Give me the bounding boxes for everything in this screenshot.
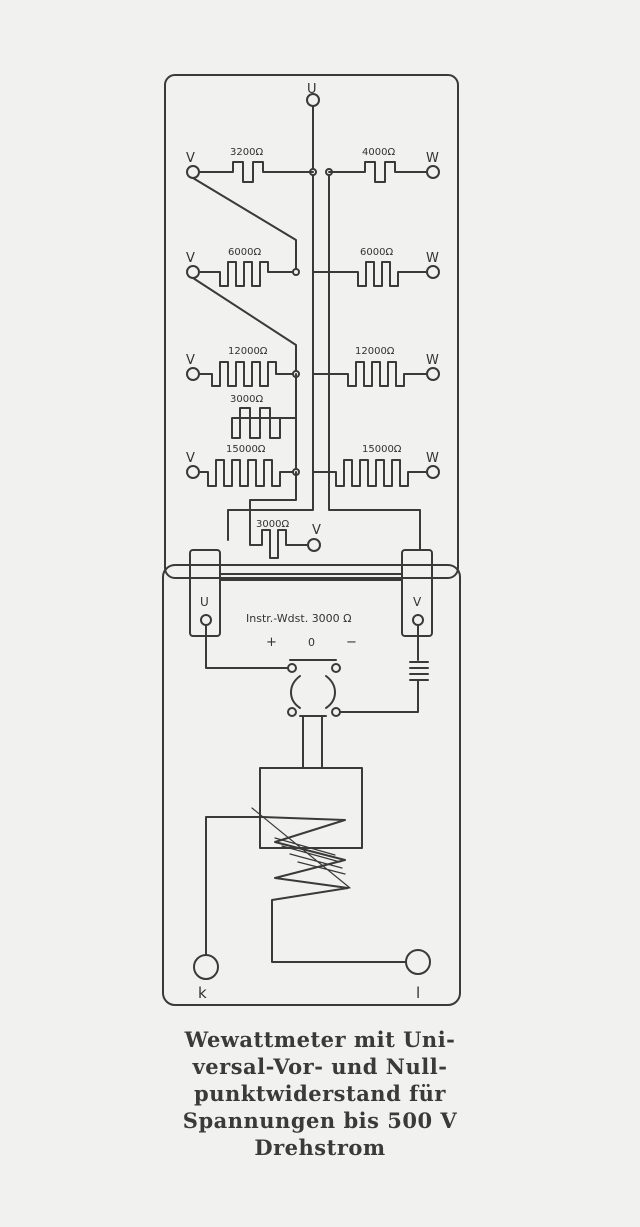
terminal-k (193, 954, 219, 980)
resistor-row4-left-label: 15000Ω (226, 444, 266, 455)
wire-u-to-switch (205, 625, 291, 669)
connector-v-label: V (413, 595, 422, 609)
terminal-w-row1 (426, 165, 440, 179)
caption-line-5: Drehstrom (254, 1135, 386, 1160)
instrument-resistance-label: Instr.-Wdst. 3000 Ω (246, 612, 352, 625)
link-row1-row2 (192, 177, 297, 271)
resistor-row1-left-label: 3200Ω (230, 147, 263, 158)
resistor-bottom (249, 471, 309, 559)
resistor-row2-right-label: 6000Ω (360, 247, 393, 258)
terminal-u-top-label: U (307, 82, 317, 97)
terminal-w-row2-label: W (426, 251, 439, 266)
switch-contact-2 (331, 663, 341, 673)
resistor-middle (231, 373, 297, 439)
terminal-w-row3-label: W (426, 353, 439, 368)
wire-switch-down (302, 715, 323, 769)
resistor-row4-right-label: 15000Ω (362, 444, 402, 455)
caption-line-1: Wewattmeter mit Uni- (184, 1027, 456, 1052)
resistor-row2-right (312, 261, 428, 287)
resistor-row1-left (198, 161, 314, 183)
resistor-row3-right-label: 12000Ω (355, 346, 395, 357)
node-2 (292, 268, 300, 276)
terminal-v-bottom-label: V (312, 523, 321, 538)
connector-v-pin (412, 614, 424, 626)
figure-caption: Wewattmeter mit Uni- versal-Vor- und Nul… (120, 1026, 520, 1161)
terminal-w-row1-label: W (426, 151, 439, 166)
resistor-row3-right (312, 361, 428, 387)
link-row2-row3 (192, 277, 297, 373)
terminal-v-bottom (307, 538, 321, 552)
terminal-v-row3-label: V (186, 353, 195, 368)
terminal-w-row3 (426, 367, 440, 381)
moving-coil-hatch (251, 807, 351, 889)
resistor-row4-right (312, 459, 428, 487)
instrument-coil-housing (259, 767, 363, 849)
terminal-v-row4-label: V (186, 451, 195, 466)
terminal-v-row2-label: V (186, 251, 195, 266)
terminal-l (405, 949, 431, 975)
connector-bar (219, 573, 403, 581)
connector-u-pin (200, 614, 212, 626)
inductor-v (337, 661, 429, 713)
pole-changer-switch (289, 659, 337, 717)
resistor-row1-right-label: 4000Ω (362, 147, 395, 158)
terminal-v-row2 (186, 265, 200, 279)
connector-u-label: U (200, 595, 209, 609)
resistor-row1-right (328, 161, 428, 183)
instrument-minus: − (346, 635, 357, 650)
main-bus-u (227, 105, 314, 541)
switch-contact-4 (331, 707, 341, 717)
resistor-middle-label: 3000Ω (230, 394, 263, 405)
terminal-w-row2 (426, 265, 440, 279)
terminal-v-row1 (186, 165, 200, 179)
resistor-panel-frame (164, 74, 459, 579)
resistor-row2-left (198, 261, 297, 287)
caption-line-3: punktwiderstand für (194, 1081, 446, 1106)
switch-contact-1 (287, 663, 297, 673)
terminal-w-row4 (426, 465, 440, 479)
terminal-w-row4-label: W (426, 451, 439, 466)
resistor-row3-left-label: 12000Ω (228, 346, 268, 357)
instrument-plus: + (266, 635, 277, 650)
resistor-row3-left (198, 361, 297, 387)
terminal-v-row4 (186, 465, 200, 479)
current-coil-zigzag (205, 816, 414, 976)
resistor-row2-left-label: 6000Ω (228, 247, 261, 258)
secondary-bus (328, 171, 421, 551)
resistor-bottom-label: 3000Ω (256, 519, 289, 530)
terminal-v-row3 (186, 367, 200, 381)
instrument-zero: 0 (308, 636, 315, 649)
caption-line-4: Spannungen bis 500 V (182, 1108, 458, 1133)
resistor-row4-left (198, 459, 297, 487)
terminal-l-label: l (416, 984, 420, 1002)
caption-line-2: versal-Vor- und Null- (192, 1054, 448, 1079)
switch-contact-3 (287, 707, 297, 717)
terminal-v-row1-label: V (186, 151, 195, 166)
instrument-box-frame (162, 564, 461, 1006)
terminal-k-label: k (198, 984, 207, 1002)
